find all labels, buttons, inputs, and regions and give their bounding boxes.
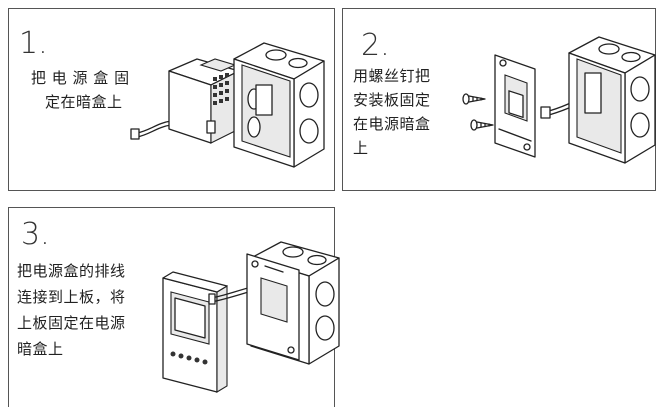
- step-3-text-line-2: 连接到上板，将: [17, 288, 126, 306]
- step-2-text-line-3: 在电源暗盒: [353, 115, 431, 133]
- mounting-plate-illustration: [494, 54, 536, 158]
- power-supply-module-illustration: [130, 58, 240, 144]
- wall-box-illustration: [233, 42, 325, 168]
- step-2-text-line-2: 安装板固定: [353, 91, 431, 109]
- step-3-text-line-1: 把电源盒的排线: [17, 262, 126, 280]
- step-1-text-line-2: 定在暗盒上: [45, 93, 123, 111]
- step-2-panel: 2. 用螺丝钉把 安装板固定 在电源暗盒 上: [342, 8, 656, 191]
- step-2-text-line-4: 上: [353, 139, 369, 157]
- step-3-number: 3.: [21, 217, 50, 252]
- wall-box-with-plate-illustration: [246, 241, 340, 365]
- screw-icon: [470, 119, 494, 131]
- wall-box-illustration: [540, 36, 656, 164]
- step-3-panel: 3. 把电源盒的排线 连接到上板，将 上板固定在电源 暗盒上: [8, 207, 340, 407]
- step-3-text-line-4: 暗盒上: [17, 340, 64, 358]
- step-2-text-line-1: 用螺丝钉把: [353, 67, 431, 85]
- thermostat-panel-illustration: [162, 271, 228, 393]
- step-2-number: 2.: [361, 28, 390, 63]
- step-1-number: 1.: [19, 26, 48, 61]
- step-1-panel: 1. 把 电 源 盒 固 定在暗盒上: [8, 8, 335, 191]
- screw-icon: [462, 93, 486, 105]
- step-3-text-line-3: 上板固定在电源: [17, 314, 126, 332]
- step-1-text-line-1: 把 电 源 盒 固: [31, 69, 130, 87]
